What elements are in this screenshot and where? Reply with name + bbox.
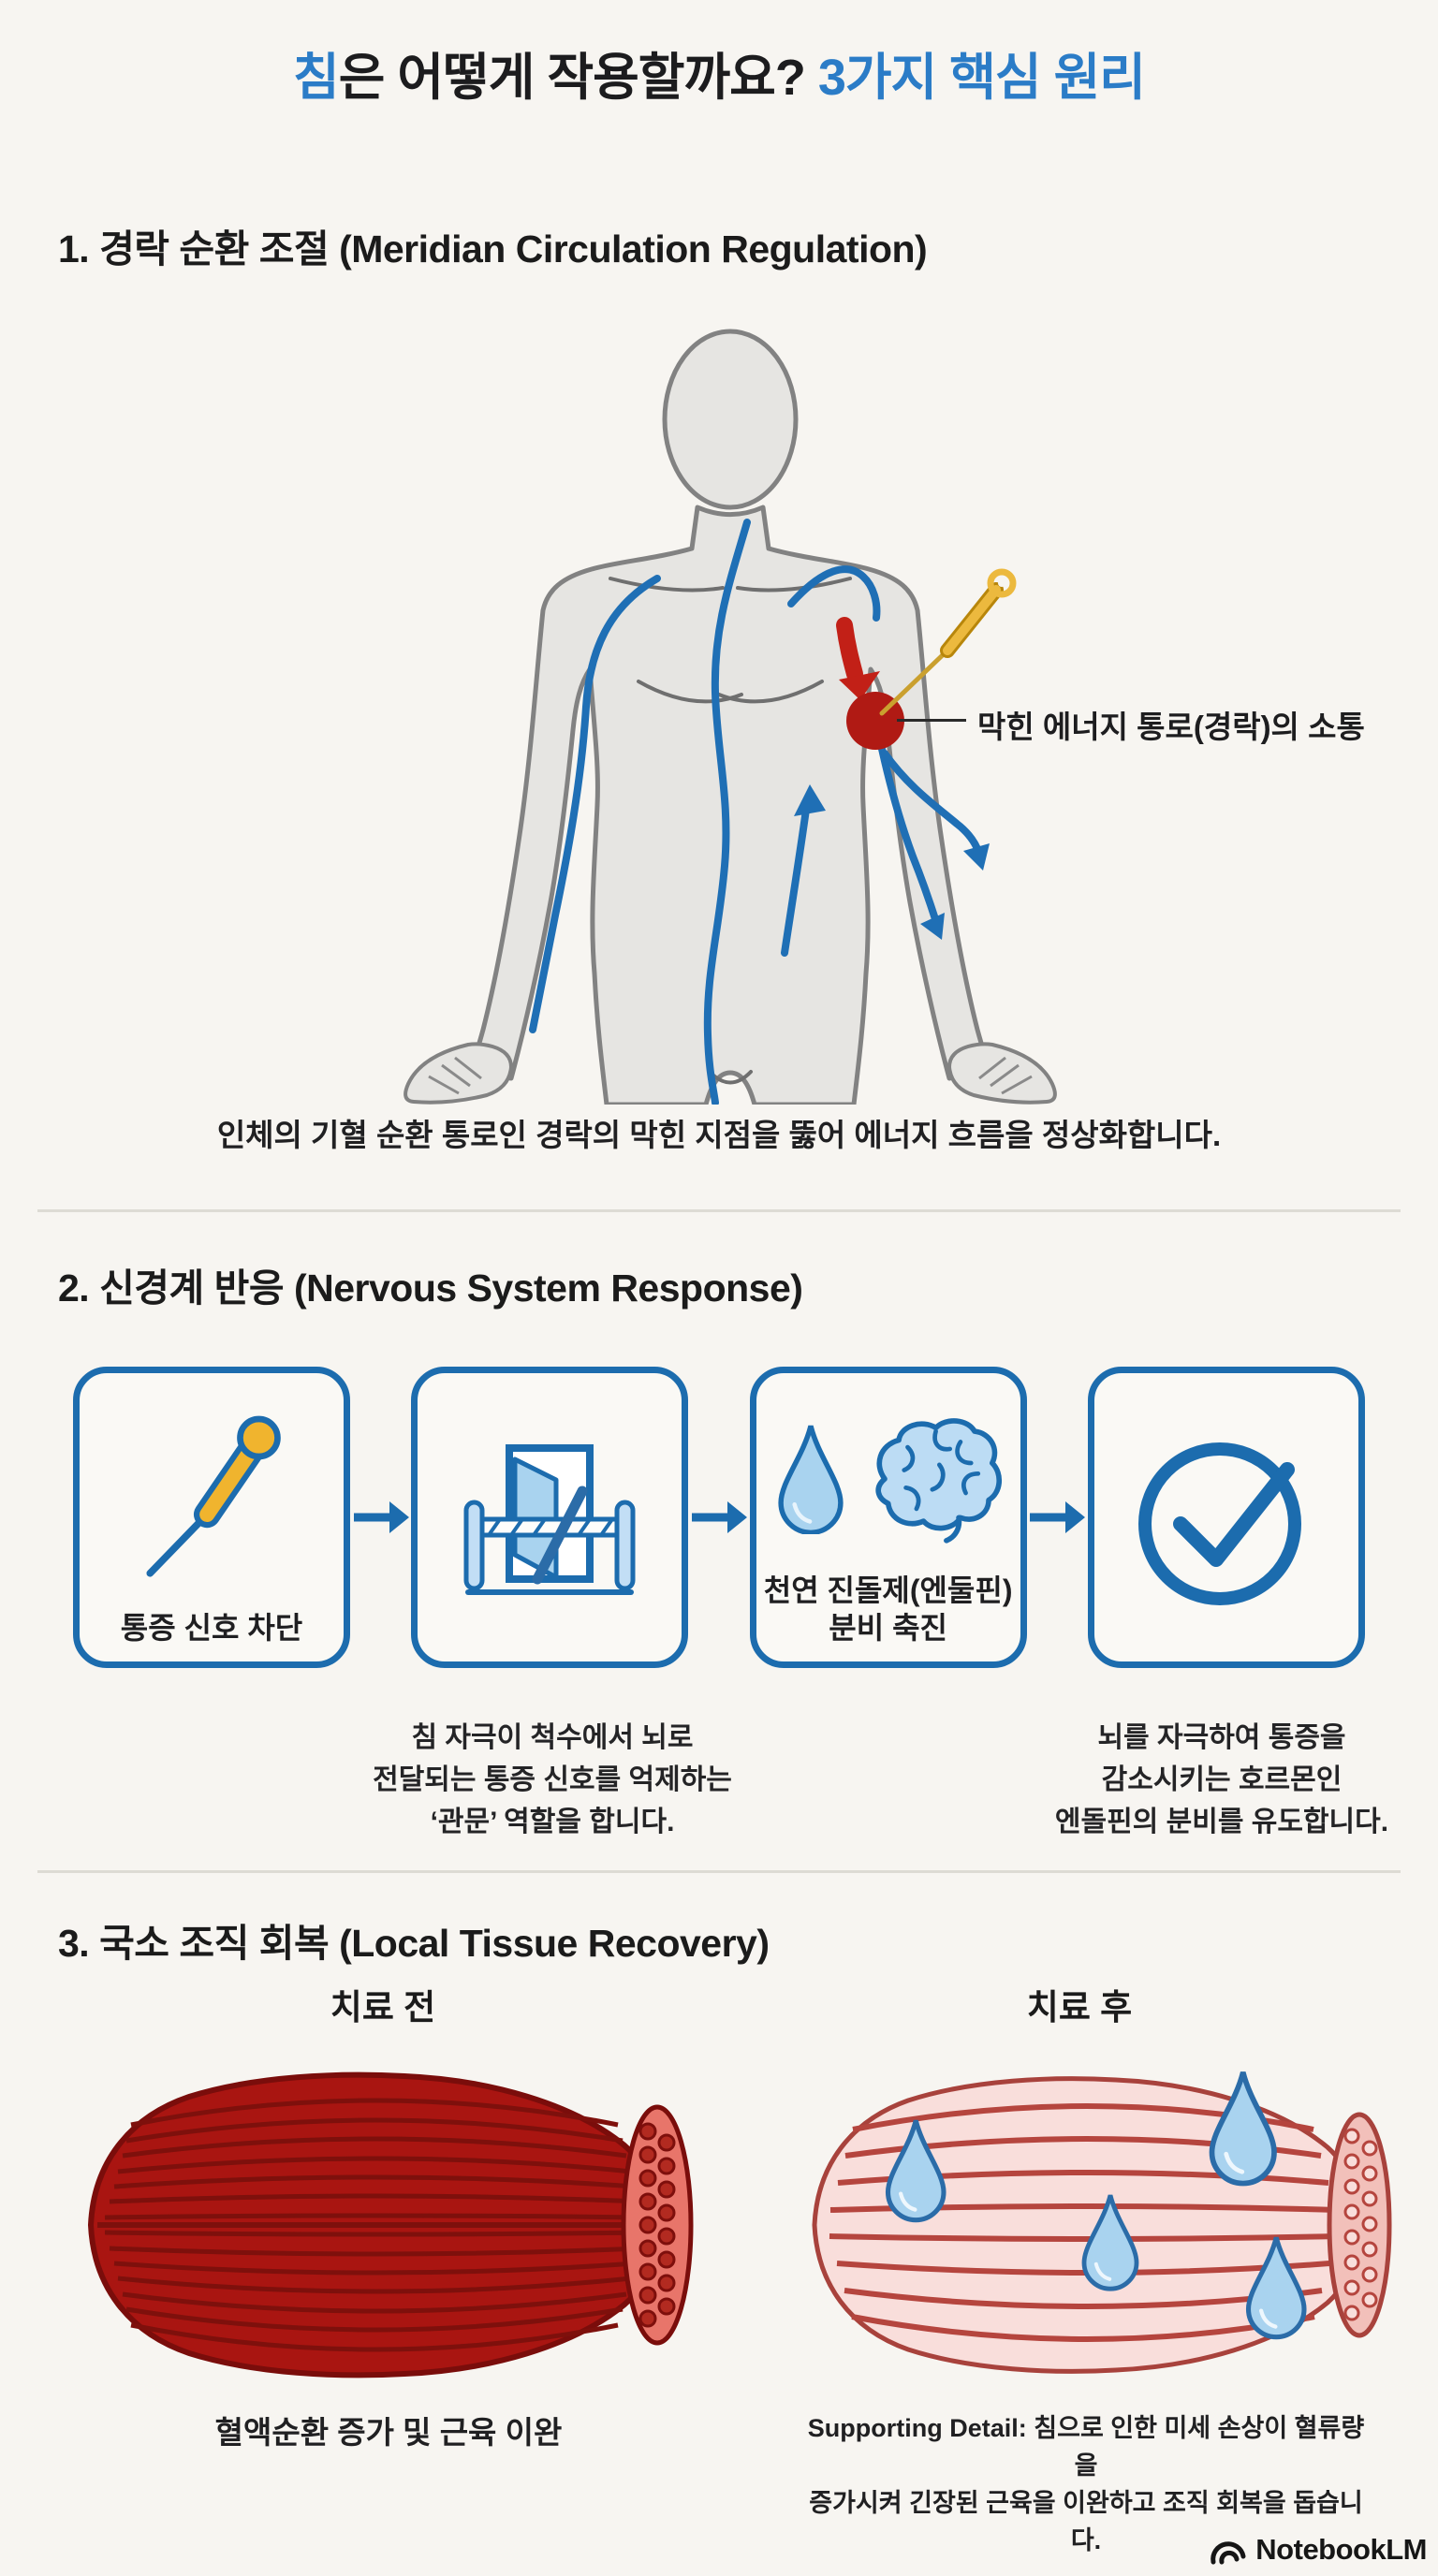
footer-brand: NotebookLM <box>1209 2533 1427 2567</box>
blocked-meridian-annotation: 막힌 에너지 통로(경락)의 소통 <box>977 710 1365 744</box>
flow-arrow-icon <box>353 1501 409 1533</box>
check-circle-icon <box>1137 1442 1301 1605</box>
caption-line: Supporting Detail: 침으로 인한 미세 손상이 혈류량을 <box>807 2414 1365 2480</box>
flow-box-gate-control <box>411 1367 689 1668</box>
section-heading-meridian: 1. 경락 순환 조절 (Meridian Circulation Regula… <box>58 227 928 271</box>
tense-muscle-illustration <box>87 2071 694 2378</box>
human-body-figure <box>404 329 1057 1105</box>
muscle-cross-section <box>621 2104 694 2346</box>
section-divider <box>37 1209 1401 1212</box>
after-muscle-caption: Supporting Detail: 침으로 인한 미세 손상이 혈류량을 증가… <box>805 2409 1367 2559</box>
head <box>662 329 799 510</box>
before-muscle-caption: 혈액순환 증가 및 근육 이완 <box>214 2415 563 2450</box>
caption-line: 증가시켜 긴장된 근육을 이완하고 조직 회복을 돕습니다. <box>809 2489 1363 2554</box>
flow-arrow-icon <box>691 1501 747 1533</box>
meridian-caption: 인체의 기혈 순환 통로인 경락의 막힌 지점을 뚫어 에너지 흐름을 정상화합… <box>216 1118 1222 1152</box>
torso-silhouette <box>467 505 993 1105</box>
caption-line: 침 자극이 척수에서 뇌로 <box>411 1722 694 1753</box>
brain-icon <box>875 1418 1002 1544</box>
icon-wrap <box>118 1400 305 1588</box>
blood-flow-droplets <box>885 2071 1307 2340</box>
muscle-fiber-dots <box>638 2122 676 2328</box>
icon-wrap <box>451 1431 648 1604</box>
finger-lines <box>428 1056 1033 1095</box>
section-heading-tissue: 3. 국소 조직 회복 (Local Tissue Recovery) <box>58 1922 770 1965</box>
caption-line: 뇌를 자극하여 통증을 <box>1097 1722 1346 1753</box>
left-hand <box>404 1042 514 1105</box>
flow-box-pain-block: 통증 신호 차단 <box>73 1367 350 1668</box>
right-hand <box>946 1042 1057 1105</box>
label-line-2: 분비 축진 <box>829 1611 947 1645</box>
gate-control-icon <box>463 1443 636 1595</box>
water-drop-icon <box>778 1425 844 1534</box>
section-heading-nervous: 2. 신경계 반응 (Nervous System Response) <box>58 1266 803 1310</box>
acupuncture-needle-icon <box>146 1415 281 1577</box>
notebooklm-logo-icon <box>1211 2541 1246 2565</box>
title-dark-middle: 은 어떻게 작용할까요? <box>338 50 806 106</box>
section-divider <box>37 1870 1401 1873</box>
muscle-fiber-dots <box>1343 2128 1378 2321</box>
title-accent-tail: 3가지 핵심 원리 <box>817 50 1146 106</box>
blocked-flow-arrowhead <box>839 671 880 700</box>
muscle-striations <box>97 2098 650 2352</box>
page-title: 침은 어떻게 작용할까요?3가지 핵심 원리 <box>0 36 1438 110</box>
gold-needle <box>879 568 1017 716</box>
relaxed-muscle-illustration <box>812 2071 1392 2374</box>
label-line-1: 천연 진돌제(엔둘핀) <box>763 1573 1013 1607</box>
flow-box-endorphin: 천연 진돌제(엔둘핀) 분비 축진 <box>749 1367 1027 1668</box>
flow-arrow-icon <box>1030 1501 1086 1533</box>
muscle-cross-section <box>1327 2112 1392 2338</box>
after-treatment-label: 치료 후 <box>1026 1988 1133 2027</box>
title-accent-lead: 침 <box>293 50 340 106</box>
meridian-arrowheads <box>794 784 990 940</box>
endorphin-caption: 뇌를 자극하여 통증을 감소시키는 호르몬인 엔돌핀의 분비를 유도합니다. <box>978 1717 1438 1843</box>
flow-box-label: 천연 진돌제(엔둘핀) 분비 축진 <box>756 1572 1020 1647</box>
brand-name: NotebookLM <box>1255 2533 1427 2566</box>
blocked-flow-arrow <box>836 617 863 682</box>
icon-wrap <box>1128 1419 1325 1616</box>
caption-line: 감소시키는 호르몬인 <box>1101 1764 1343 1795</box>
nervous-response-flow: 통증 신호 차단 <box>73 1367 1365 1668</box>
before-treatment-label: 치료 전 <box>330 1988 436 2027</box>
flow-box-label: 통증 신호 차단 <box>120 1611 303 1645</box>
gate-mechanism-caption: 침 자극이 척수에서 뇌로 전달되는 통증 신호를 억제하는 ‘관문’ 역할을 … <box>309 1717 796 1843</box>
icon-wrap <box>772 1408 1005 1548</box>
meridian-lines <box>529 519 983 1105</box>
caption-line: 엔돌핀의 분비를 유도합니다. <box>1054 1807 1389 1837</box>
annotation-leader-line <box>897 719 966 722</box>
caption-line: 전달되는 통증 신호를 억제하는 <box>373 1764 732 1795</box>
caption-line: ‘관문’ 역할을 합니다. <box>430 1807 675 1837</box>
flow-box-result-check <box>1087 1367 1365 1668</box>
